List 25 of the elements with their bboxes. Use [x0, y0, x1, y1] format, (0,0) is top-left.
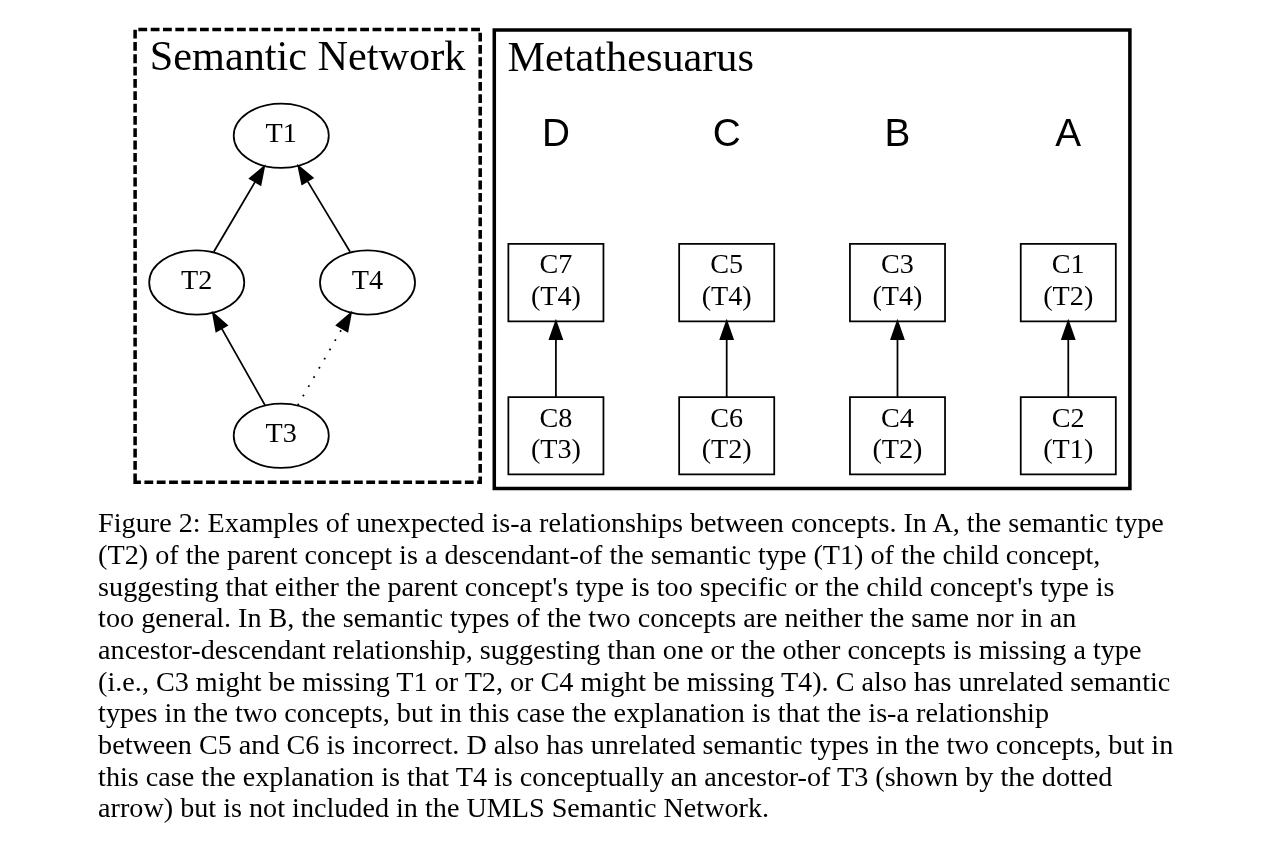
node-box: C7 (T4) [507, 242, 605, 323]
arrow [297, 310, 353, 406]
node-box: C5 (T4) [678, 242, 776, 323]
arrow [297, 163, 351, 253]
node-ellipse: T4 [319, 249, 416, 316]
arrow [1060, 318, 1076, 398]
arrow [212, 164, 266, 253]
caption: Figure 2: Examples of unexpected is-a relationships between concepts. In A, the semantic type (T2) of the parent concept is a descendant-of the semantic type (T1) of the child concept, suggesting that either the parent concept's type is too specific or the child concept's type is too general. In B, the semantic types of the two concepts are neither the same nor in an ancestor-descendant relationship, suggesting than one or the other concepts is missing a type (i.e., C3 might be missing T1 or T2, or C4 might be missing T4). C also has unrelated semantic types in the two concepts, but in this case the explanation is that the is-a relationship between C5 and C6 is incorrect. D also has unrelated semantic types in the two concepts, but in this case the explanation is that T4 is conceptually an ancestor-of T3 (shown by the dotted arrow) but is not included in the UMLS Semantic Network. [98, 507, 1174, 824]
label: C [712, 110, 741, 154]
node-box: C2 (T1) [1019, 396, 1117, 476]
arrow [890, 318, 905, 398]
node-box: C3 (T4) [849, 242, 946, 323]
node-box: C6 (T2) [678, 396, 776, 476]
node-ellipse: T3 [232, 402, 330, 469]
arrow [548, 318, 564, 398]
arrow [211, 310, 266, 406]
label: B [884, 110, 911, 154]
node-box: C1 (T2) [1019, 242, 1117, 323]
node-box: C4 (T2) [849, 396, 946, 476]
node-ellipse: T2 [148, 249, 246, 316]
node-ellipse: T1 [232, 102, 330, 169]
node-box: C8 (T3) [507, 396, 605, 476]
label: D [541, 110, 570, 154]
label: A [1055, 110, 1082, 154]
arrow [719, 318, 735, 398]
